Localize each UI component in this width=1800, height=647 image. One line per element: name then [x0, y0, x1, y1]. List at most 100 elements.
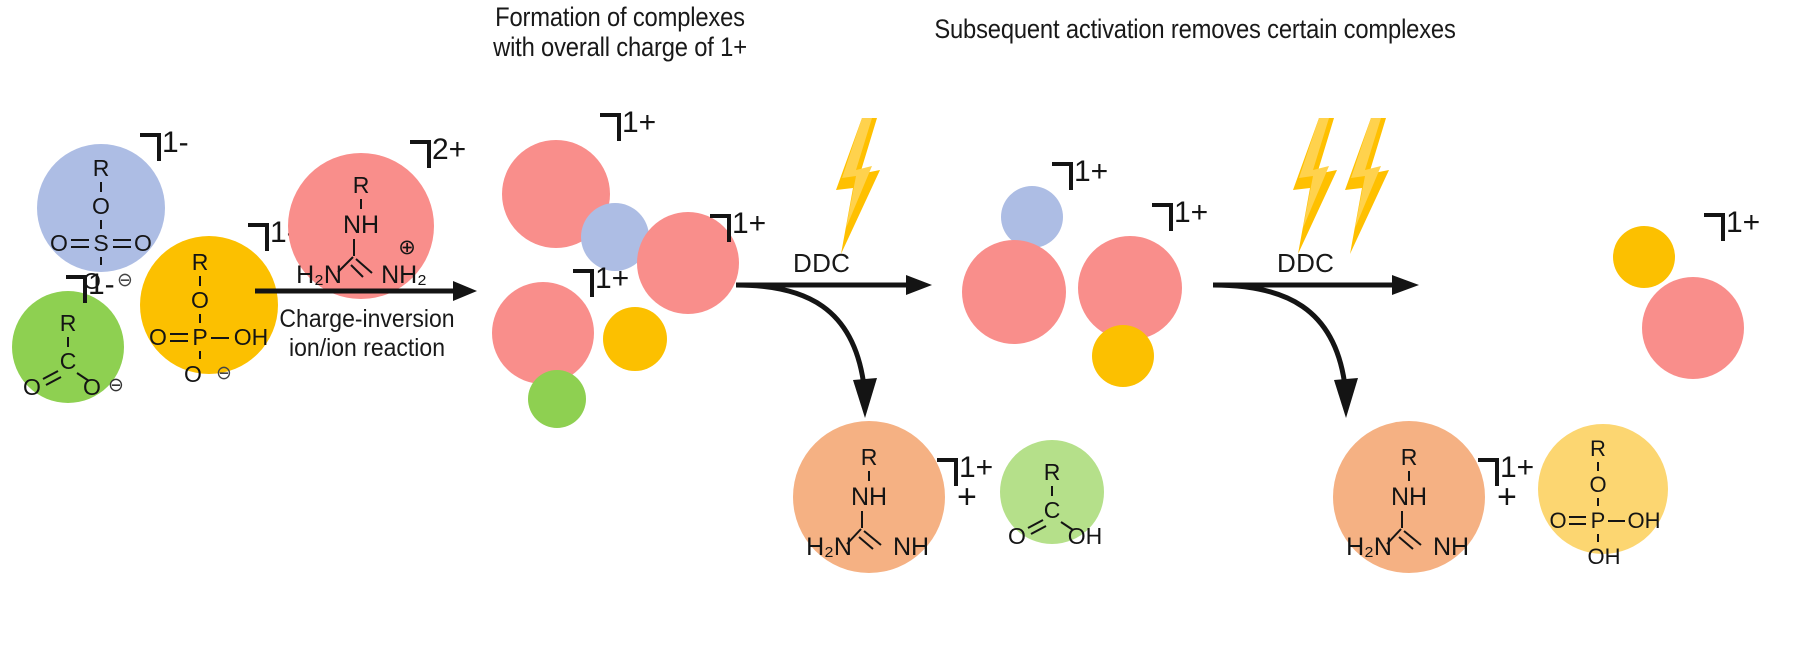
- svg-text:NH: NH: [893, 533, 929, 561]
- charge-bracket-icon: [1052, 162, 1073, 190]
- svg-text:C: C: [60, 348, 77, 374]
- svg-text:R: R: [1401, 444, 1418, 470]
- svg-text:⊖: ⊖: [108, 374, 124, 396]
- charge-product1: 1+: [937, 451, 993, 487]
- svg-text:P: P: [1591, 508, 1606, 533]
- svg-text:NH: NH: [1433, 533, 1469, 561]
- svg-text:NH₂: NH₂: [381, 261, 427, 289]
- svg-text:O: O: [92, 193, 110, 219]
- guanidinium-formula: R NH H₂N NH₂ ⊕: [288, 153, 434, 299]
- charge-complex2-phosphate: 1+: [1152, 196, 1208, 232]
- product2-phosphate-formula: R O P O OH OH: [1538, 424, 1668, 569]
- sulfate-formula: R O S O O O ⊖: [37, 144, 165, 294]
- svg-text:⊕: ⊕: [398, 235, 416, 259]
- carboxylate-formula: R C O O ⊖: [12, 291, 124, 403]
- product1-acid-circle: R C O OH: [1000, 440, 1104, 549]
- lightning-bolt-icon-2b: [1345, 118, 1389, 254]
- reactant-phosphate-circle: R O P O OH O ⊖: [140, 236, 278, 387]
- heading-formation: Formation of complexes with overall char…: [493, 2, 747, 63]
- svg-text:OH: OH: [234, 324, 269, 350]
- label-ddc-1: DDC: [793, 248, 851, 278]
- svg-text:O: O: [1549, 508, 1566, 533]
- svg-text:⊖: ⊖: [216, 362, 232, 384]
- svg-text:O: O: [134, 230, 152, 256]
- product1-guanidine-circle: R NH H₂N NH: [793, 421, 945, 573]
- svg-text:R: R: [1044, 459, 1061, 485]
- final-complex-phosphate-part: [1613, 226, 1675, 288]
- charge-bracket-icon: [710, 214, 731, 242]
- charge-sulfate: 1-: [140, 126, 189, 162]
- charge-final-complex: 1+: [1704, 206, 1760, 242]
- svg-text:H₂N: H₂N: [806, 533, 852, 561]
- svg-text:O: O: [191, 287, 209, 313]
- charge-product2: 1+: [1478, 451, 1534, 487]
- label-ddc-2: DDC: [1277, 248, 1335, 278]
- charge-bracket-icon: [1478, 458, 1499, 486]
- complex-carboxylate-anion-part: [528, 370, 586, 428]
- svg-text:H₂N: H₂N: [1346, 533, 1392, 561]
- lightning-bolt-icon-1: [836, 118, 880, 254]
- charge-bracket-icon: [1704, 213, 1725, 241]
- reactant-sulfate-circle: R O S O O O ⊖: [37, 144, 165, 294]
- svg-text:O: O: [1008, 523, 1026, 549]
- charge-complex2-sulfate: 1+: [1052, 155, 1108, 191]
- charge-bracket-icon: [573, 269, 594, 297]
- svg-text:R: R: [1590, 436, 1606, 461]
- charge-bracket-icon: [1152, 203, 1173, 231]
- svg-text:R: R: [353, 172, 370, 198]
- reactant-guanidinium-circle: R NH H₂N NH₂ ⊕: [288, 153, 434, 299]
- complex2-phosphate-guanidinium-part: [1078, 236, 1182, 340]
- svg-text:S: S: [93, 230, 108, 256]
- complex-carboxylate-guanidinium-part: [492, 282, 594, 384]
- svg-text:O: O: [184, 361, 202, 387]
- charge-complex-carboxylate: 1+: [573, 262, 629, 298]
- charge-guanidinium: 2+: [410, 133, 466, 169]
- charge-bracket-icon: [937, 458, 958, 486]
- charge-bracket-icon: [140, 133, 161, 161]
- svg-text:O: O: [149, 324, 167, 350]
- reactant-carboxylate-circle: R C O O ⊖: [12, 291, 124, 403]
- product2-guanidine-circle: R NH H₂N NH: [1333, 421, 1485, 573]
- complex2-sulfate-anion-part: [1001, 186, 1063, 248]
- product2-phosphate-circle: R O P O OH OH: [1538, 424, 1668, 569]
- svg-text:P: P: [192, 324, 207, 350]
- arrow-ddc-1-branch: [735, 282, 877, 418]
- svg-text:H₂N: H₂N: [296, 261, 342, 289]
- svg-text:OH: OH: [1588, 544, 1621, 569]
- svg-text:OH: OH: [1068, 523, 1103, 549]
- lightning-bolt-icon-2a: [1293, 118, 1337, 254]
- svg-text:R: R: [192, 249, 209, 275]
- svg-text:C: C: [1044, 497, 1061, 523]
- svg-text:O: O: [23, 374, 41, 400]
- svg-text:OH: OH: [1628, 508, 1661, 533]
- svg-text:R: R: [93, 155, 110, 181]
- svg-text:⊖: ⊖: [117, 269, 133, 291]
- charge-bracket-icon: [600, 113, 621, 141]
- arrow-ddc-2-branch: [1212, 282, 1358, 418]
- heading-activation: Subsequent activation removes certain co…: [934, 14, 1456, 44]
- svg-text:R: R: [60, 310, 77, 336]
- product1-acid-formula: R C O OH: [1000, 440, 1104, 549]
- complex-phosphate-guanidinium-part: [637, 212, 739, 314]
- svg-text:R: R: [861, 444, 878, 470]
- product2-plus-sign: +: [1497, 478, 1517, 516]
- charge-bracket-icon: [410, 140, 431, 168]
- product1-plus-sign: +: [957, 478, 977, 516]
- label-charge-inversion: Charge-inversion ion/ion reaction: [279, 305, 455, 362]
- svg-text:O: O: [1589, 472, 1606, 497]
- svg-text:O: O: [50, 230, 68, 256]
- svg-text:NH: NH: [343, 211, 379, 239]
- product2-guanidine-formula: R NH H₂N NH: [1333, 421, 1485, 573]
- svg-text:NH: NH: [851, 483, 887, 511]
- arrow-charge-inversion: [255, 281, 477, 301]
- charge-carboxylate: 1-: [66, 268, 115, 304]
- complex2-phosphate-anion-part: [1092, 325, 1154, 387]
- charge-complex-sulfate: 1+: [600, 106, 656, 142]
- svg-text:NH: NH: [1391, 483, 1427, 511]
- svg-text:O: O: [83, 268, 101, 294]
- final-complex-guanidinium-part: [1642, 277, 1744, 379]
- complex2-sulfate-guanidinium-part: [962, 240, 1066, 344]
- product1-guanidine-formula: R NH H₂N NH: [793, 421, 945, 573]
- charge-complex-phosphate: 1+: [710, 207, 766, 243]
